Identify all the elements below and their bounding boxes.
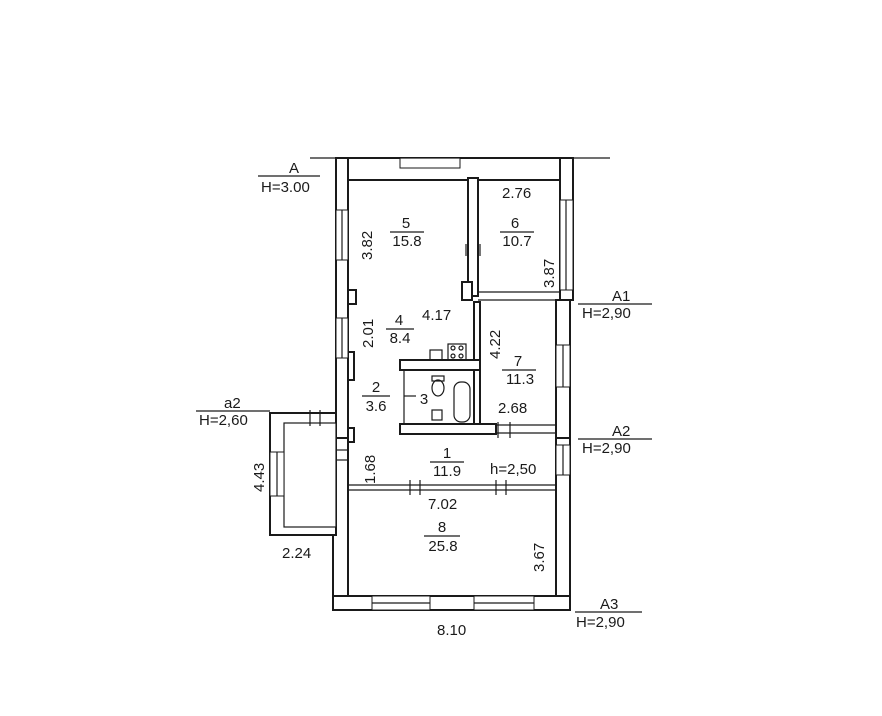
dim-2-68: 2.68 bbox=[498, 400, 527, 417]
room-7-label: 7 11.3 bbox=[502, 353, 536, 388]
dim-4-22: 4.22 bbox=[487, 330, 504, 359]
fixtures bbox=[429, 343, 471, 423]
level-a2-height: Н=2,90 bbox=[582, 440, 631, 457]
dim-3-87: 3.87 bbox=[541, 259, 558, 288]
annex-a2-walls bbox=[269, 412, 337, 536]
window-top bbox=[399, 157, 461, 169]
dim-3-67: 3.67 bbox=[531, 543, 548, 572]
ceiling-height-h-2-50: h=2,50 bbox=[490, 461, 536, 478]
room-4-label: 4 8.4 bbox=[386, 312, 414, 347]
dim-2-01: 2.01 bbox=[360, 319, 377, 348]
dim-2-24: 2.24 bbox=[282, 545, 311, 562]
svg-text:1: 1 bbox=[443, 445, 451, 462]
level-a1-name: А1 bbox=[612, 288, 630, 305]
level-a2-annex-height: Н=2,60 bbox=[199, 412, 248, 429]
room-2-label: 2 3.6 bbox=[362, 379, 390, 415]
svg-text:8: 8 bbox=[438, 519, 446, 536]
washbasin-icon bbox=[431, 409, 443, 421]
svg-text:5: 5 bbox=[402, 215, 410, 232]
svg-text:7: 7 bbox=[514, 353, 522, 370]
inner-walls bbox=[347, 177, 560, 491]
sink-icon bbox=[429, 349, 443, 361]
dim-4-43: 4.43 bbox=[251, 463, 268, 492]
room-5-label: 5 15.8 bbox=[390, 215, 424, 250]
dim-8-10: 8.10 bbox=[437, 622, 466, 639]
bathtub-icon bbox=[453, 381, 471, 423]
room-1-label: 1 11.9 bbox=[430, 445, 464, 480]
svg-text:11.3: 11.3 bbox=[506, 371, 534, 388]
level-a3-height: Н=2,90 bbox=[576, 614, 625, 631]
level-a2-annex-name: а2 bbox=[224, 395, 241, 412]
level-a-name: А bbox=[289, 160, 299, 177]
toilet-icon bbox=[431, 379, 445, 397]
dim-3-82: 3.82 bbox=[359, 231, 376, 260]
svg-text:25.8: 25.8 bbox=[428, 538, 457, 555]
dim-4-17: 4.17 bbox=[422, 307, 451, 324]
svg-text:4: 4 bbox=[395, 312, 403, 329]
svg-text:10.7: 10.7 bbox=[502, 233, 531, 250]
level-a2-name: А2 bbox=[612, 423, 630, 440]
svg-text:3.6: 3.6 bbox=[366, 398, 387, 415]
room-8-label: 8 25.8 bbox=[424, 519, 460, 555]
svg-text:2: 2 bbox=[372, 379, 380, 396]
windows bbox=[335, 157, 574, 611]
dim-2-76: 2.76 bbox=[502, 185, 531, 202]
room-6-label: 6 10.7 bbox=[500, 215, 534, 250]
level-leaders bbox=[196, 157, 652, 613]
stove-icon bbox=[447, 343, 467, 361]
svg-text:11.9: 11.9 bbox=[433, 463, 461, 480]
dim-1-68: 1.68 bbox=[362, 455, 379, 484]
level-a1-height: Н=2,90 bbox=[582, 305, 631, 322]
level-a3-name: А3 bbox=[600, 596, 618, 613]
svg-text:8.4: 8.4 bbox=[390, 330, 411, 347]
room-3-label: 3 bbox=[420, 391, 428, 408]
svg-text:6: 6 bbox=[511, 215, 519, 232]
dim-7-02: 7.02 bbox=[428, 496, 457, 513]
level-a-height: Н=3.00 bbox=[261, 179, 310, 196]
door-marks bbox=[309, 244, 511, 495]
svg-text:15.8: 15.8 bbox=[392, 233, 421, 250]
